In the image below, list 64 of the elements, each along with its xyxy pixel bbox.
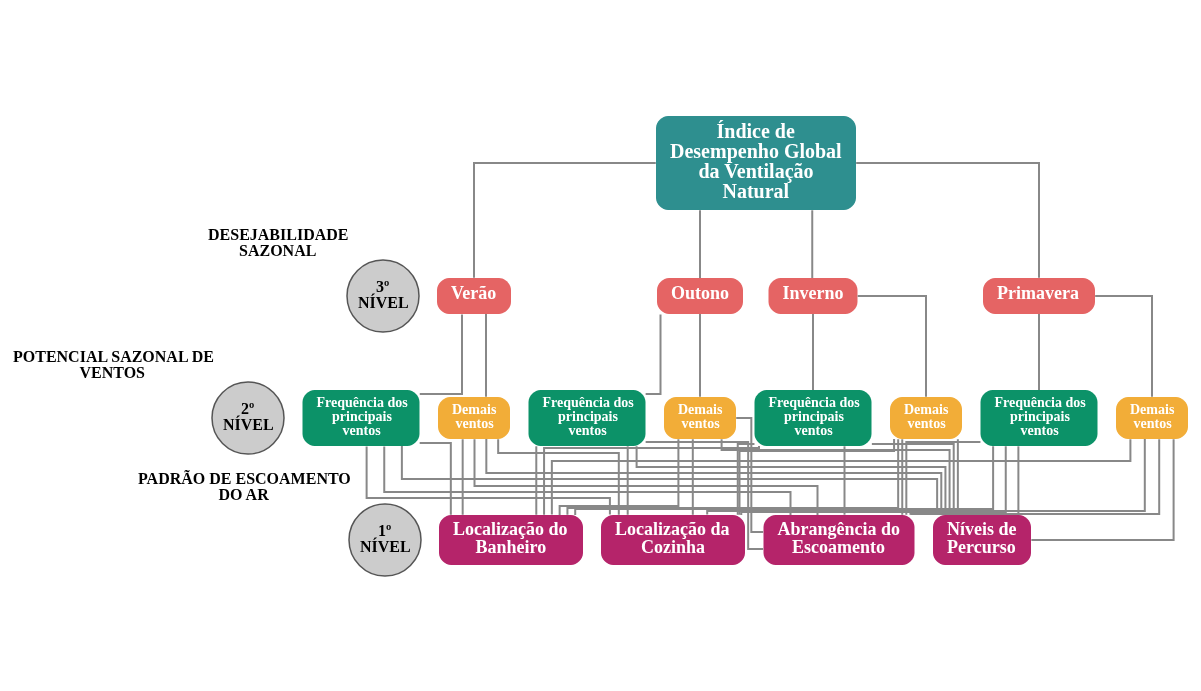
connector bbox=[843, 444, 846, 516]
connector bbox=[855, 161, 1040, 279]
node-box: Frequência dos principais ventos bbox=[754, 389, 872, 446]
connector bbox=[856, 294, 927, 398]
node-box: Localização do Banheiro bbox=[439, 514, 583, 565]
connector bbox=[901, 437, 904, 516]
node-box: Níveis de Percurso bbox=[933, 514, 1031, 565]
connector bbox=[418, 441, 452, 516]
node-box: Frequência dos principais ventos bbox=[980, 389, 1098, 446]
connector bbox=[736, 442, 756, 516]
connector bbox=[574, 444, 995, 516]
node-circle: 1º NÍVEL bbox=[348, 502, 422, 577]
node-box: Verão bbox=[437, 277, 511, 314]
node-box: Demais ventos bbox=[890, 396, 962, 439]
connector bbox=[706, 437, 1146, 516]
connector bbox=[1038, 312, 1040, 391]
connector bbox=[418, 312, 463, 395]
connector bbox=[558, 437, 680, 516]
connector bbox=[1030, 437, 1175, 541]
node-label: DESEJABILIDADE SAZONAL bbox=[208, 225, 349, 259]
connector bbox=[535, 444, 538, 516]
connector bbox=[383, 444, 792, 516]
connector bbox=[485, 437, 943, 516]
connector bbox=[735, 416, 765, 533]
node-box: Primavera bbox=[983, 277, 1095, 314]
connector bbox=[497, 437, 620, 516]
connector bbox=[473, 161, 657, 279]
connector bbox=[461, 437, 464, 516]
node-box: Demais ventos bbox=[438, 396, 510, 439]
connector bbox=[626, 444, 629, 516]
connector bbox=[909, 437, 1161, 516]
connector bbox=[644, 440, 765, 550]
node-circle: 3º NÍVEL bbox=[346, 258, 420, 333]
connector bbox=[1017, 444, 1020, 516]
node-box: Outono bbox=[657, 277, 743, 314]
connector bbox=[1094, 294, 1153, 398]
connector bbox=[485, 312, 487, 398]
connector bbox=[811, 208, 814, 279]
connector bbox=[699, 208, 701, 279]
connector bbox=[740, 444, 1007, 516]
node-label: POTENCIAL SAZONAL DE VENTOS bbox=[13, 347, 214, 381]
node-circle: 2º NÍVEL bbox=[211, 380, 285, 455]
connector bbox=[738, 437, 896, 516]
node-box: Inverno bbox=[768, 277, 858, 314]
connector bbox=[720, 437, 951, 516]
node-label: PADRÃO DE ESCOAMENTO DO AR bbox=[138, 469, 351, 503]
connector bbox=[691, 437, 694, 516]
connector bbox=[473, 437, 819, 516]
connector bbox=[905, 440, 982, 516]
node-box: Abrangência do Escoamento bbox=[763, 514, 915, 565]
node-box: Frequência dos principais ventos bbox=[302, 389, 420, 446]
connector bbox=[566, 437, 900, 516]
connector bbox=[400, 444, 939, 516]
node-box: Localização da Cozinha bbox=[601, 514, 745, 565]
connector bbox=[635, 444, 947, 516]
node-box: Frequência dos principais ventos bbox=[528, 389, 646, 446]
connector bbox=[699, 312, 701, 398]
node-box: Demais ventos bbox=[1116, 396, 1188, 439]
connector bbox=[365, 444, 611, 516]
connector bbox=[550, 437, 1132, 516]
connector bbox=[812, 312, 814, 391]
node-box: Índice de Desempenho Global da Ventilação Natural bbox=[656, 115, 856, 210]
connector bbox=[543, 444, 760, 516]
node-box: Demais ventos bbox=[664, 396, 736, 439]
